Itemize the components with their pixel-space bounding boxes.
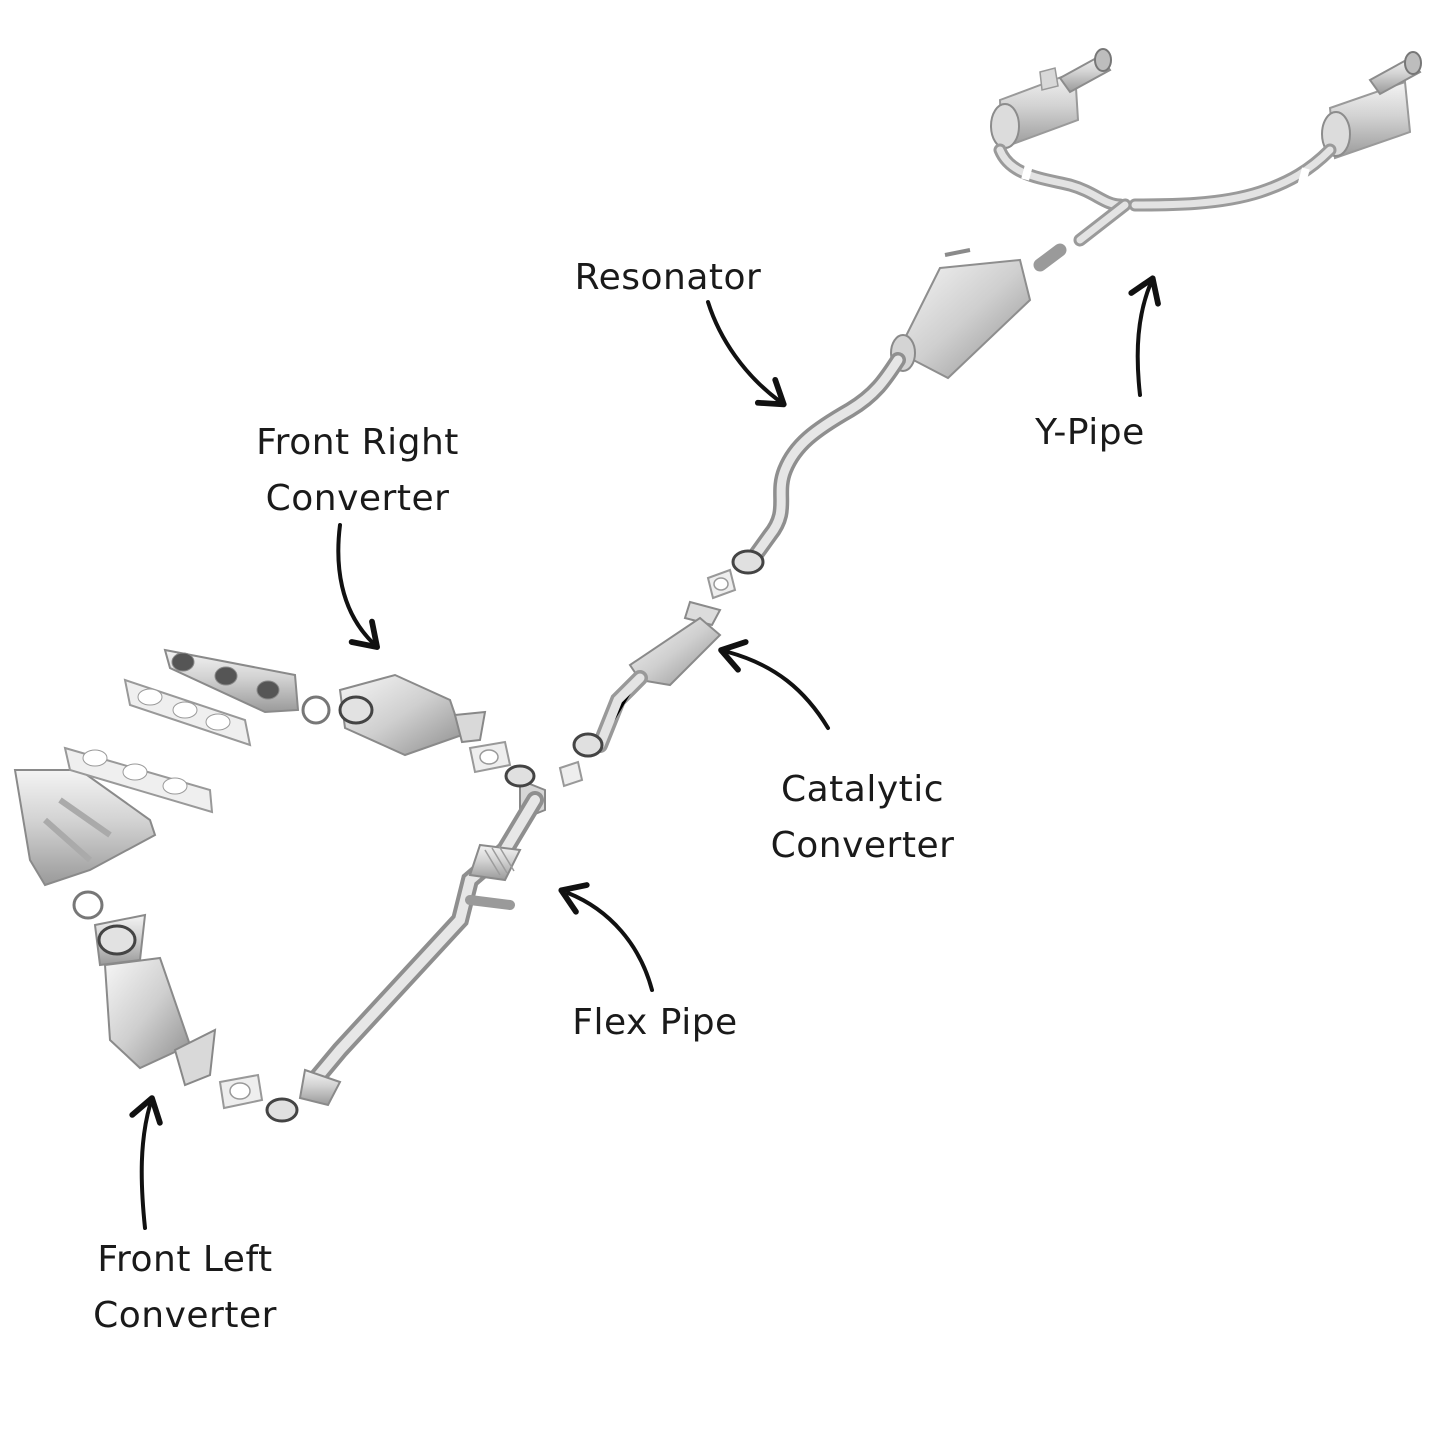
label-catalytic-line1: Catalytic bbox=[780, 769, 945, 810]
label-front-right-line2: Converter bbox=[265, 478, 450, 519]
flex-front-pipe bbox=[265, 760, 584, 1123]
intermediate-pipe bbox=[731, 352, 906, 575]
label-front-left-converter: Front Left Converter bbox=[60, 1232, 310, 1344]
label-front-right-converter: Front Right Converter bbox=[225, 415, 490, 527]
label-front-right-line1: Front Right bbox=[256, 422, 459, 463]
front-right-converter bbox=[338, 673, 487, 757]
label-front-left-line2: Converter bbox=[93, 1295, 277, 1336]
catalytic-converter bbox=[572, 600, 722, 758]
gasket-front bbox=[218, 740, 512, 1110]
label-y-pipe: Y-Pipe bbox=[990, 405, 1190, 461]
label-front-left-line1: Front Left bbox=[97, 1239, 273, 1280]
gasket-mid bbox=[706, 568, 737, 600]
right-rear-muffler bbox=[1321, 51, 1422, 160]
label-flex-pipe: Flex Pipe bbox=[545, 995, 765, 1051]
arrow-catalytic bbox=[718, 639, 830, 730]
arrow-resonator bbox=[706, 300, 787, 408]
arrow-front-right bbox=[336, 523, 380, 650]
label-y-pipe-text: Y-Pipe bbox=[1035, 412, 1145, 453]
label-resonator-text: Resonator bbox=[574, 257, 762, 298]
arrow-flex-pipe bbox=[558, 882, 654, 992]
front-left-manifold bbox=[13, 746, 214, 920]
label-flex-pipe-text: Flex Pipe bbox=[572, 1002, 738, 1043]
front-right-manifold bbox=[123, 648, 331, 747]
resonator bbox=[890, 243, 1067, 380]
left-rear-muffler bbox=[990, 48, 1112, 150]
arrow-front-left bbox=[129, 1095, 163, 1230]
arrow-y-pipe bbox=[1128, 275, 1161, 397]
label-catalytic-converter: Catalytic Converter bbox=[740, 762, 985, 874]
front-left-converter bbox=[93, 913, 217, 1087]
y-pipe bbox=[993, 143, 1337, 247]
label-resonator: Resonator bbox=[528, 250, 808, 306]
label-catalytic-line2: Converter bbox=[770, 825, 955, 866]
